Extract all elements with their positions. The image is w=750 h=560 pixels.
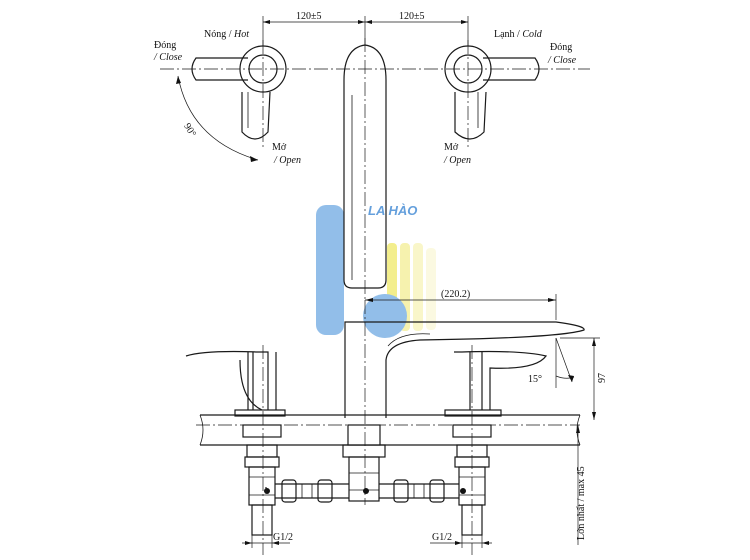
front-view: (220.2) 15° 97 Lớn nhất / max 45 — [185, 289, 608, 555]
label-close-right-vi: Đóng — [550, 42, 572, 53]
label-close-left-en: / Close — [153, 52, 183, 63]
label-cold: Lạnh / Cold — [494, 29, 543, 40]
logo-blue-dot — [363, 294, 407, 338]
label-open-left-vi: Mở — [272, 142, 287, 153]
label-close-right-en: / Close — [547, 55, 577, 66]
cold-handle-front — [444, 350, 548, 417]
hot-valve-body — [242, 424, 282, 536]
dim-height-97: 97 — [597, 373, 608, 383]
label-hot: Nóng / Hot — [204, 29, 249, 40]
top-view: 120±5 120±5 — [153, 11, 590, 300]
label-open-right-en: / Open — [443, 155, 471, 166]
label-open-right-vi: Mở — [444, 142, 459, 153]
label-close-left-vi: Đóng — [154, 40, 176, 51]
watermark-logo: LA HÀO — [316, 203, 436, 338]
dim-thread-left: G1/2 — [273, 532, 293, 543]
spout-front — [344, 321, 585, 446]
logo-blue-bar — [316, 205, 344, 335]
spout-mount-body — [342, 444, 386, 502]
dim-angle-15: 15° — [528, 374, 542, 385]
dim-angle-90: 90° — [181, 121, 198, 139]
dim-top-left: 120±5 — [296, 11, 322, 22]
connecting-hoses — [275, 479, 459, 503]
watermark-text: LA HÀO — [368, 203, 417, 218]
dim-max-thickness: Lớn nhất / max 45 — [576, 466, 587, 540]
cold-handle-top — [444, 45, 540, 140]
dim-top-right: 120±5 — [399, 11, 425, 22]
label-open-left-en: / Open — [273, 155, 301, 166]
dim-spout-reach: (220.2) — [441, 289, 470, 300]
dim-thread-right: G1/2 — [432, 532, 452, 543]
spout-top — [343, 44, 387, 289]
hot-handle-top — [191, 45, 287, 140]
hot-handle-front — [185, 350, 286, 417]
